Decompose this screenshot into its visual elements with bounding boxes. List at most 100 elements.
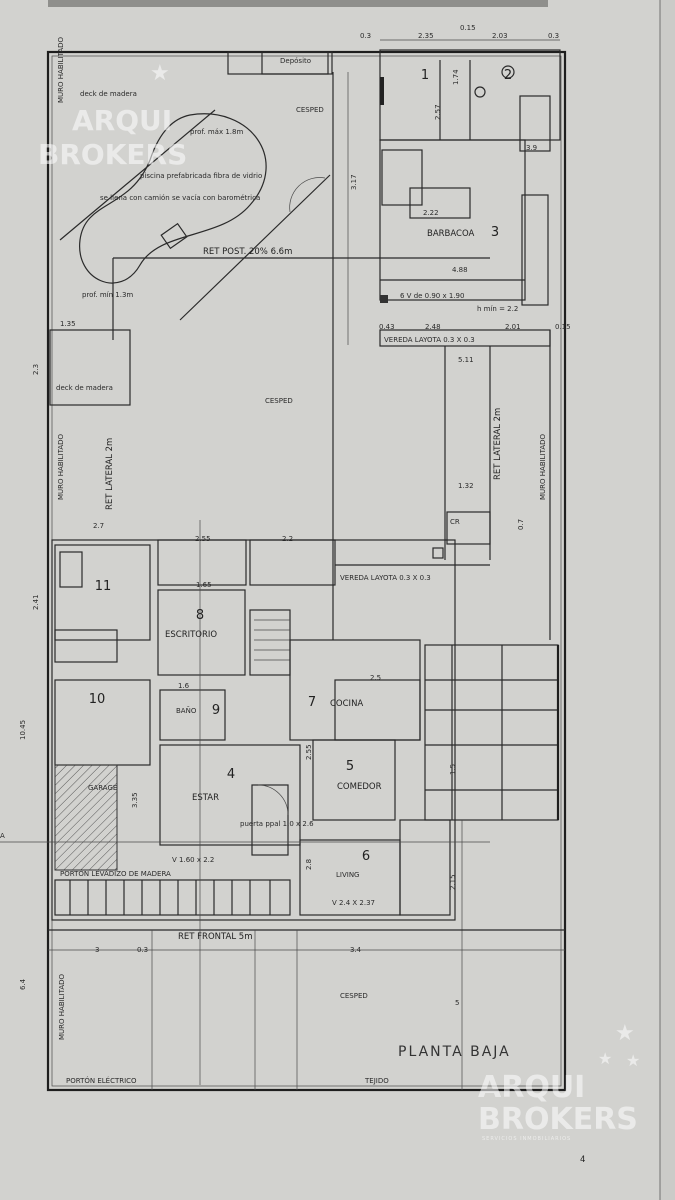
dimensions: 0.3 2.35 0.15 2.03 0.3 2.22 4.88 3.9 3.1… xyxy=(19,24,571,1007)
dim: 2.5 xyxy=(370,674,381,682)
room-4-label: ESTAR xyxy=(192,793,219,803)
dim: 5 xyxy=(455,999,459,1007)
sheet-title: PLANTA BAJA xyxy=(398,1044,511,1060)
watermark-text: ARQUI xyxy=(72,104,172,137)
ret-lateral-right: RET LATERAL 2m xyxy=(493,408,503,480)
window-barbacoa: 6 V de 0.90 x 1.90 xyxy=(400,292,464,300)
garage-hatch xyxy=(54,764,118,871)
room-10-number: 10 xyxy=(89,692,106,707)
star-icon: ★ xyxy=(615,1021,635,1046)
room-8-label: ESCRITORIO xyxy=(165,630,217,640)
window-living: V 2.4 X 2.37 xyxy=(332,899,375,907)
star-icon: ★ xyxy=(150,61,170,86)
watermark-bottom: ARQUI BROKERS SERVICIOS INMOBILIARIOS ★ … xyxy=(478,1021,640,1142)
room-9-label: BAÑO xyxy=(176,706,197,715)
room-11-number: 11 xyxy=(95,579,112,594)
cesped-top: CESPED xyxy=(296,106,324,114)
window-estar: V 1.60 x 2.2 xyxy=(172,856,214,864)
room-4-number: 4 xyxy=(227,767,235,782)
room-7-label: COCINA xyxy=(330,699,363,709)
dim: 0.15 xyxy=(460,24,476,32)
room-9-number: 9 xyxy=(212,703,220,718)
room-5-label: COMEDOR xyxy=(337,782,382,792)
barbacoa-block xyxy=(379,139,549,306)
muro-right: MURO HABILITADO xyxy=(539,433,547,500)
deck2-label: deck de madera xyxy=(56,384,113,392)
dim: 3.9 xyxy=(526,144,537,152)
room-7-number: 7 xyxy=(308,695,316,710)
watermark-tagline: SERVICIOS INMOBILIARIOS xyxy=(482,1136,571,1142)
pool-type: piscina prefabricada fibra de vidrio xyxy=(140,172,262,180)
dim: 2.15 xyxy=(449,874,457,890)
pool-depth-max: prof. máx 1.8m xyxy=(190,128,243,136)
vereda-top-label: VEREDA LAYOTA 0.3 X 0.3 xyxy=(384,336,475,344)
muro-left: MURO HABILITADO xyxy=(57,433,65,500)
porton-garage: PORTÓN LEVADIZO DE MADERA xyxy=(60,869,171,878)
cesped-front: CESPED xyxy=(340,992,368,1000)
room-2-number: 2 xyxy=(504,68,512,83)
watermark-text: ARQUI xyxy=(478,1070,585,1105)
dim: 1.35 xyxy=(60,320,76,328)
deck-label: deck de madera xyxy=(80,90,137,98)
dim: 0.3 xyxy=(360,32,371,40)
dim: 2.41 xyxy=(32,594,40,610)
watermark-text: BROKERS xyxy=(38,138,187,171)
dim: 1.6 xyxy=(178,682,190,690)
dim: 10.45 xyxy=(19,720,27,740)
dim: 2.22 xyxy=(423,209,439,217)
dim: 3 xyxy=(95,946,99,954)
dim: 1.32 xyxy=(458,482,474,490)
dim: 2.7 xyxy=(93,522,104,530)
room-6-number: 6 xyxy=(362,849,370,864)
dim: 2.57 xyxy=(434,104,442,120)
dim: 1.74 xyxy=(452,69,460,85)
vereda-lateral xyxy=(335,329,551,640)
dim: 2.48 xyxy=(425,323,441,331)
deck-small xyxy=(49,329,131,406)
dim: 1.5 xyxy=(449,764,457,775)
dim: 0.15 xyxy=(555,323,571,331)
room-3-label: BARBACOA xyxy=(427,229,475,239)
dim: 1.65 xyxy=(196,581,212,589)
photo-strip xyxy=(48,0,548,7)
porton-label: PORTÓN ELÉCTRICO xyxy=(66,1076,137,1085)
tejido-label: TEJIDO xyxy=(364,1077,389,1085)
deposito-label: Depósito xyxy=(280,57,311,65)
dim: 5.11 xyxy=(458,356,474,364)
room-3-number: 3 xyxy=(491,225,499,240)
room-8-number: 8 xyxy=(196,608,204,623)
page-number: 4 xyxy=(580,1155,585,1165)
cesped-mid: CESPED xyxy=(265,397,293,405)
room-1-number: 1 xyxy=(421,68,429,83)
front-fence xyxy=(54,879,291,916)
dim: 2.3 xyxy=(32,364,40,375)
ret-frontal-label: RET FRONTAL 5m xyxy=(178,932,253,942)
garage-label: GARAGE xyxy=(88,784,117,792)
dim: 0.3 xyxy=(548,32,559,40)
dim: 2.01 xyxy=(505,323,521,331)
dim: 2.55 xyxy=(305,744,313,760)
dim: 3.4 xyxy=(350,946,362,954)
watermark-text: BROKERS xyxy=(478,1102,638,1137)
cr-label: CR xyxy=(450,518,460,526)
vereda-mid-label: VEREDA LAYOTA 0.3 X 0.3 xyxy=(340,574,431,582)
puerta-entrada: puerta ppal 1.0 x 2.6 xyxy=(240,820,314,828)
dim: 0.7 xyxy=(517,519,525,530)
dim: 6.4 xyxy=(19,978,27,990)
watermark-top: ARQUI BROKERS ★ xyxy=(38,61,187,171)
dim: 3.17 xyxy=(350,174,358,190)
ret-post-label: RET POST. 20% 6.6m xyxy=(203,247,292,257)
dim: 2.03 xyxy=(492,32,508,40)
dim: 2.55 xyxy=(195,535,211,543)
star-icon: ★ xyxy=(598,1049,612,1068)
pool-area xyxy=(59,109,331,321)
dim: 2.35 xyxy=(418,32,434,40)
section-mark-a: A xyxy=(0,832,5,840)
dim: 2.8 xyxy=(305,859,313,870)
side-grid xyxy=(424,644,560,1090)
star-icon: ★ xyxy=(626,1051,640,1070)
dim: 4.88 xyxy=(452,266,468,274)
dim: 0.3 xyxy=(137,946,148,954)
dim: 3.35 xyxy=(131,792,139,808)
